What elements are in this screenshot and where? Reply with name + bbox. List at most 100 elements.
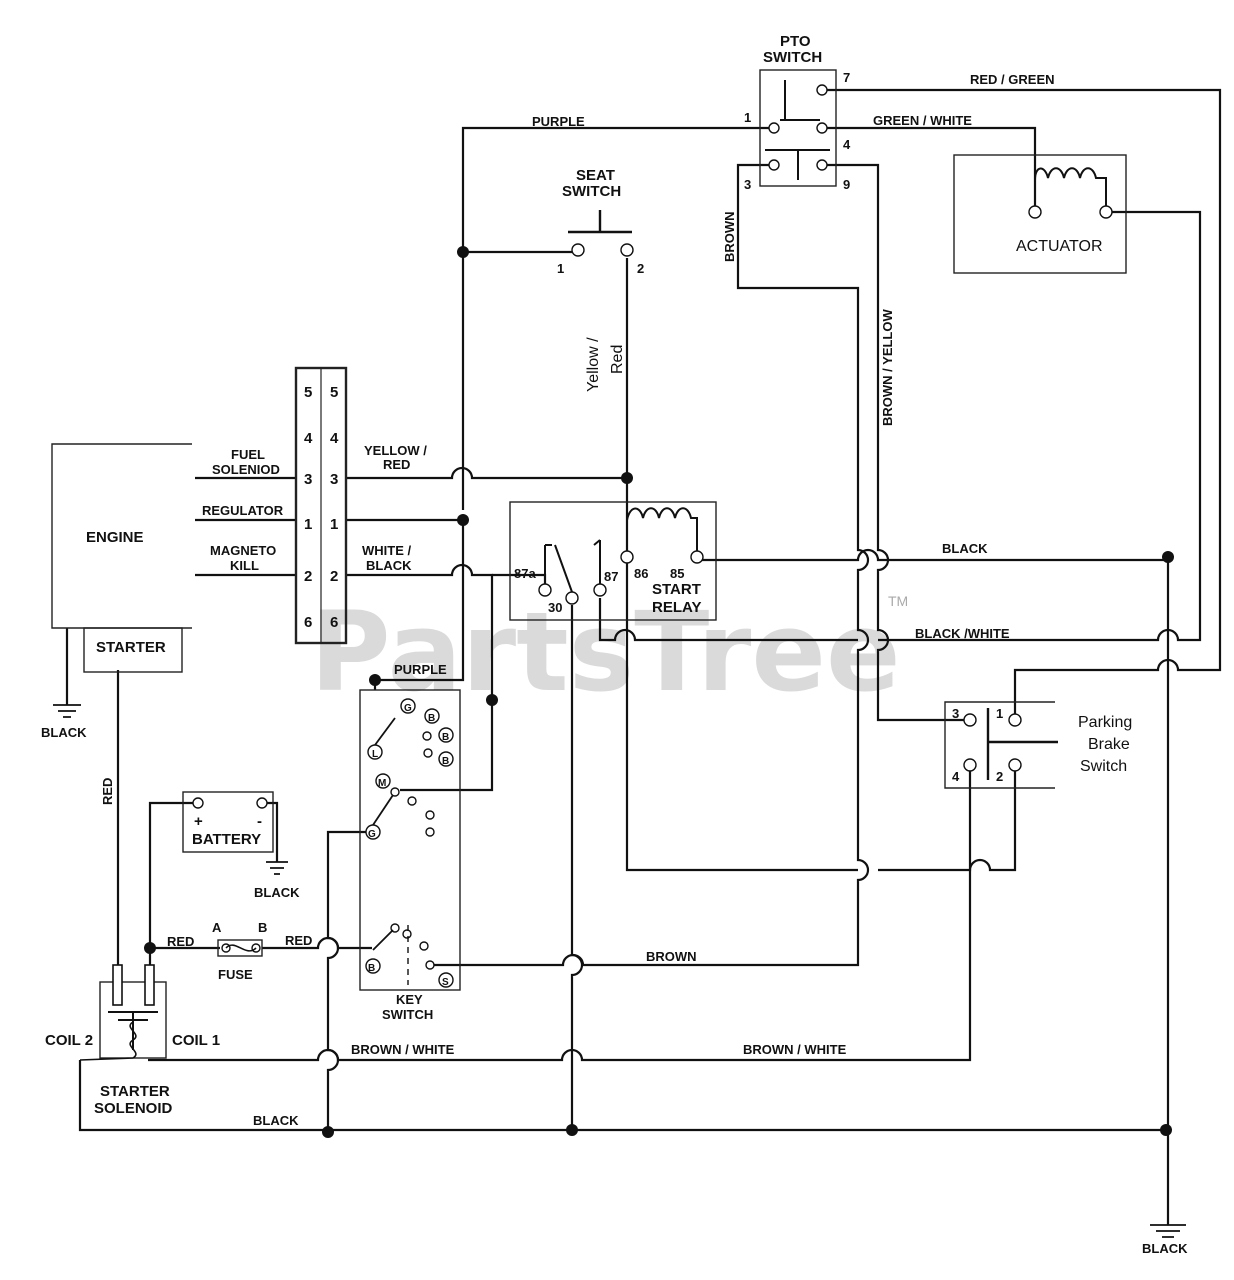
svg-text:S: S	[442, 977, 449, 988]
svg-text:B: B	[428, 713, 435, 724]
wire-purple-top	[461, 126, 770, 510]
svg-text:KILL: KILL	[230, 558, 259, 573]
svg-text:SOLENIOD: SOLENIOD	[212, 462, 280, 477]
svg-text:PTO: PTO	[780, 33, 811, 50]
wire-white-black-m	[400, 700, 494, 792]
wire-labels: PURPLE PURPLE RED / GREEN GREEN / WHITE …	[41, 72, 1188, 1256]
svg-text:3: 3	[744, 177, 751, 192]
svg-text:BROWN: BROWN	[646, 949, 697, 964]
svg-text:86: 86	[634, 566, 648, 581]
svg-text:BLACK: BLACK	[253, 1113, 299, 1128]
svg-text:3: 3	[952, 706, 959, 721]
svg-text:3: 3	[330, 471, 338, 488]
svg-text:A: A	[212, 920, 222, 935]
grounds	[53, 704, 1186, 1238]
svg-text:M: M	[378, 778, 386, 789]
svg-text:5: 5	[304, 384, 312, 401]
svg-text:87a: 87a	[514, 566, 536, 581]
svg-text:ACTUATOR: ACTUATOR	[1016, 238, 1103, 255]
svg-text:2: 2	[304, 568, 312, 585]
svg-text:START: START	[652, 581, 701, 598]
svg-text:3: 3	[304, 471, 312, 488]
wire-brown-yellow	[822, 163, 970, 722]
svg-text:4: 4	[330, 430, 339, 447]
seat-switch: SEAT SWITCH 1 2	[557, 167, 644, 276]
svg-text:MAGNETO: MAGNETO	[210, 543, 276, 558]
wire-white-black	[346, 563, 494, 700]
svg-text:WHITE /: WHITE /	[362, 543, 411, 558]
wires	[65, 88, 1222, 1225]
wire-key-g	[326, 830, 372, 1130]
engine-connector: 5 5 4 4 3 3 1 1 2 2 6 6	[294, 366, 348, 645]
svg-text:1: 1	[557, 261, 564, 276]
svg-text:YELLOW /: YELLOW /	[364, 443, 427, 458]
wire-red-fuse-b	[262, 936, 372, 950]
wire-red-battery	[148, 801, 198, 975]
svg-text:RED: RED	[285, 933, 312, 948]
starter-label: STARTER	[96, 639, 166, 656]
svg-text:4: 4	[952, 769, 960, 784]
svg-text:BROWN / WHITE: BROWN / WHITE	[351, 1042, 455, 1057]
svg-text:85: 85	[670, 566, 684, 581]
svg-text:B: B	[442, 756, 449, 767]
svg-text:COIL 1: COIL 1	[172, 1032, 220, 1049]
svg-text:RELAY: RELAY	[652, 599, 701, 616]
wire-86-down	[625, 550, 858, 872]
watermark-tm: TM	[888, 593, 908, 609]
svg-text:BROWN / YELLOW: BROWN / YELLOW	[880, 309, 895, 426]
svg-text:2: 2	[330, 568, 338, 585]
key-switch: G B B B L M G B S KEY SWITCH	[359, 689, 461, 1022]
engine: ENGINE STARTER FUEL SOLENIOD REGULATOR M…	[51, 443, 284, 673]
svg-text:BLACK: BLACK	[942, 541, 988, 556]
svg-text:5: 5	[330, 384, 338, 401]
svg-text:7: 7	[843, 70, 850, 85]
watermark: PartsTree	[310, 588, 901, 716]
wire-brown-white	[148, 770, 972, 1062]
svg-text:30: 30	[548, 600, 562, 615]
svg-text:6: 6	[330, 614, 338, 631]
svg-text:B: B	[442, 732, 449, 743]
wire-black-white-top	[878, 210, 1202, 642]
svg-text:1: 1	[304, 516, 312, 533]
svg-text:SWITCH: SWITCH	[763, 49, 822, 66]
svg-text:Switch: Switch	[1080, 758, 1127, 775]
wire-yellow-red	[346, 466, 627, 480]
svg-text:FUEL: FUEL	[231, 447, 265, 462]
engine-label: ENGINE	[86, 529, 144, 546]
svg-text:BROWN: BROWN	[722, 211, 737, 262]
svg-text:BLACK: BLACK	[366, 558, 412, 573]
svg-text:RED: RED	[167, 934, 194, 949]
svg-text:G: G	[404, 703, 412, 714]
junctions	[144, 246, 1174, 1138]
fuse: A B FUSE	[212, 920, 267, 982]
svg-text:COIL 2: COIL 2	[45, 1032, 93, 1049]
svg-text:2: 2	[996, 769, 1003, 784]
wire-battery-ground	[262, 801, 279, 862]
pto-switch: PTO SWITCH 7 1 4 3 9	[744, 33, 851, 192]
svg-text:6: 6	[304, 614, 312, 631]
svg-text:SOLENOID: SOLENOID	[94, 1100, 173, 1117]
wire-green-white	[822, 126, 1037, 210]
svg-text:L: L	[372, 749, 378, 760]
svg-text:Parking: Parking	[1078, 714, 1132, 731]
svg-text:PURPLE: PURPLE	[394, 662, 447, 677]
svg-text:87: 87	[604, 569, 618, 584]
svg-text:RED / GREEN: RED / GREEN	[970, 72, 1055, 87]
svg-text:9: 9	[843, 177, 850, 192]
svg-text:4: 4	[843, 137, 851, 152]
svg-text:Yellow /: Yellow /	[585, 337, 602, 392]
start-relay: 87a 30 87 86 85 START RELAY	[509, 501, 717, 621]
svg-text:SWITCH: SWITCH	[382, 1007, 433, 1022]
svg-text:RED: RED	[100, 778, 115, 805]
svg-text:SWITCH: SWITCH	[562, 183, 621, 200]
actuator: ACTUATOR	[953, 154, 1127, 274]
svg-text:FUSE: FUSE	[218, 967, 253, 982]
wire-relay-87	[598, 598, 858, 642]
svg-text:SEAT: SEAT	[576, 167, 615, 184]
svg-text:REGULATOR: REGULATOR	[202, 503, 284, 518]
svg-text:Brake: Brake	[1088, 736, 1130, 753]
wire-red-green	[822, 88, 1222, 715]
svg-text:RED: RED	[383, 457, 410, 472]
svg-text:G: G	[368, 829, 376, 840]
parking-brake-switch: 3 1 4 2 Parking Brake Switch	[944, 701, 1132, 789]
